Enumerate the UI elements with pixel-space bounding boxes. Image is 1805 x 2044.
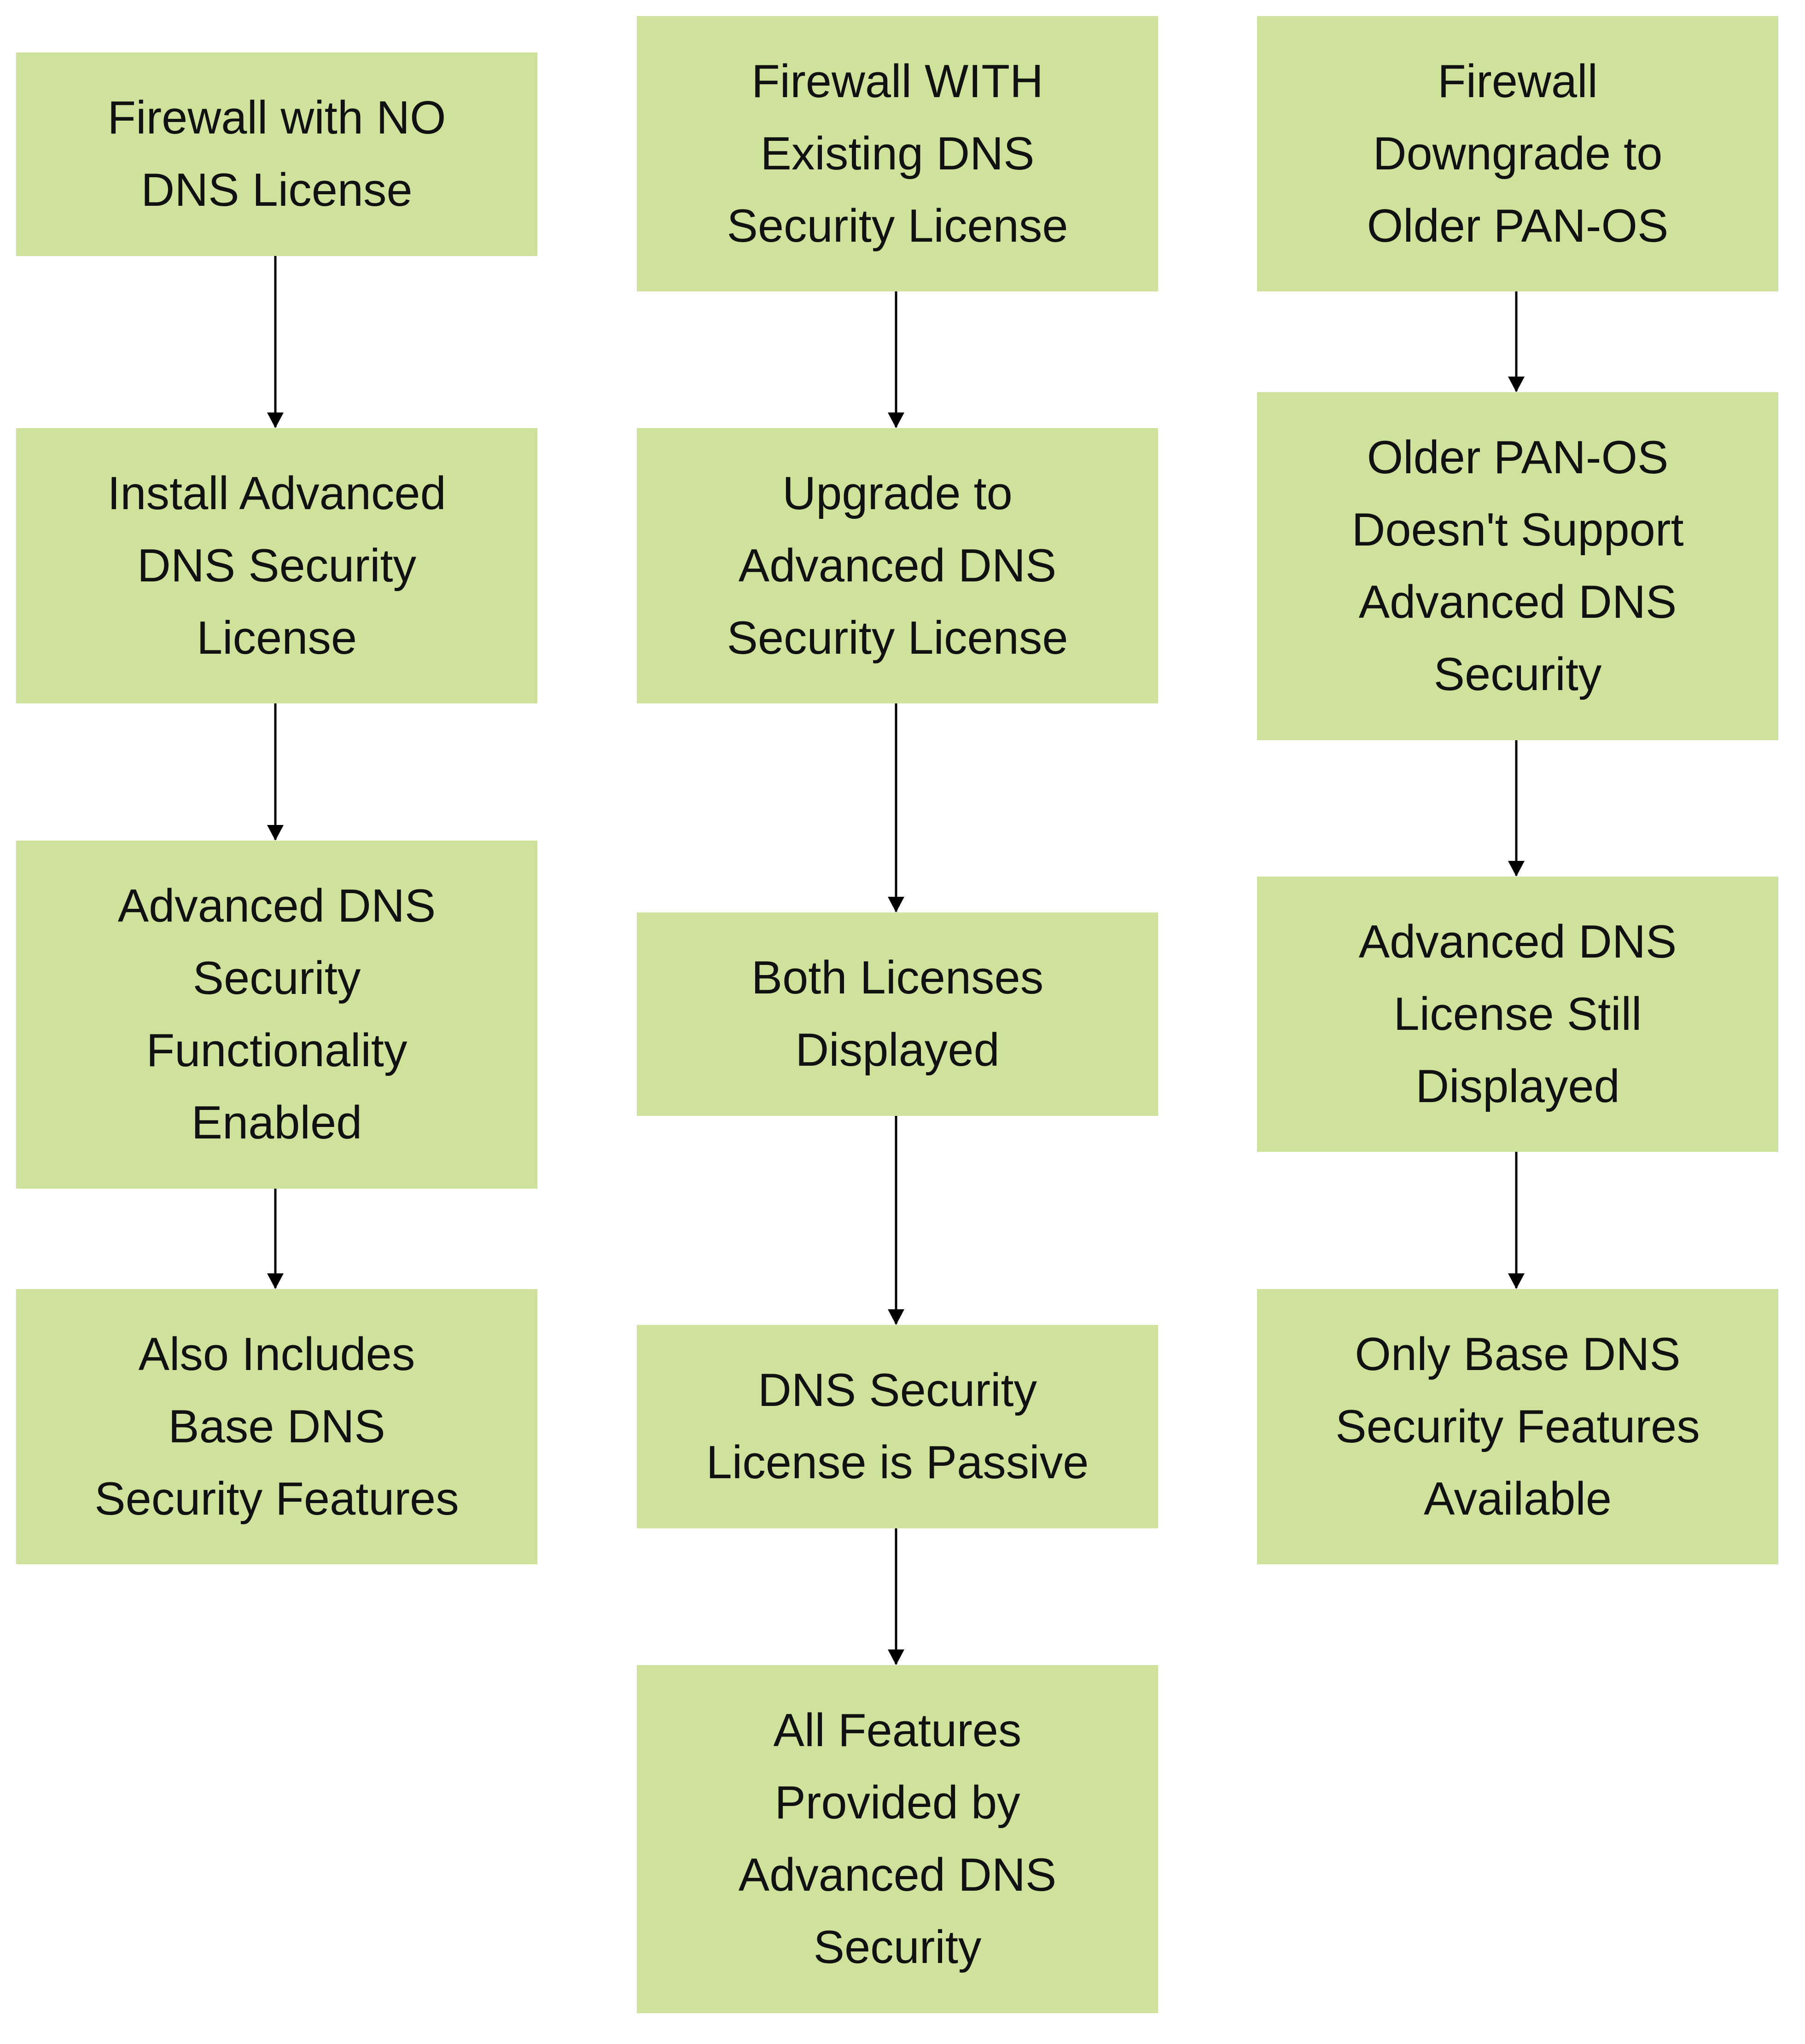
node-all-features-advanced-dns: All Features Provided by Advanced DNS Se… bbox=[637, 1665, 1158, 2013]
arrowhead bbox=[1508, 377, 1525, 392]
node-firewall-with-existing-dns: Firewall WITH Existing DNS Security Lice… bbox=[637, 16, 1158, 291]
arrowhead bbox=[888, 1649, 904, 1665]
node-label: DNS Security License is Passive bbox=[706, 1365, 1089, 1488]
node-firewall-no-dns-license: Firewall with NO DNS License bbox=[16, 52, 537, 256]
node-label: Older PAN-OS Doesn't Support Advanced DN… bbox=[1351, 432, 1684, 700]
node-label: Install Advanced DNS Security License bbox=[107, 467, 446, 664]
node-label: Firewall WITH Existing DNS Security Lice… bbox=[727, 55, 1068, 252]
node-label: Both Licenses Displayed bbox=[751, 952, 1044, 1076]
arrowhead bbox=[267, 825, 284, 841]
node-label: Upgrade to Advanced DNS Security License bbox=[727, 467, 1068, 664]
node-install-advanced-dns-license: Install Advanced DNS Security License bbox=[16, 428, 537, 703]
node-label: Firewall with NO DNS License bbox=[107, 92, 446, 216]
node-also-includes-base-dns: Also Includes Base DNS Security Features bbox=[16, 1289, 537, 1564]
arrowhead bbox=[267, 412, 284, 428]
arrowhead bbox=[888, 897, 904, 912]
node-firewall-downgrade: Firewall Downgrade to Older PAN-OS bbox=[1257, 16, 1778, 291]
arrowhead bbox=[888, 1309, 904, 1325]
node-both-licenses-displayed: Both Licenses Displayed bbox=[637, 912, 1158, 1116]
node-advanced-license-still-displayed: Advanced DNS License Still Displayed bbox=[1257, 877, 1778, 1152]
node-label: Advanced DNS Security Functionality Enab… bbox=[117, 880, 436, 1149]
node-dns-license-passive: DNS Security License is Passive bbox=[637, 1325, 1158, 1528]
node-label: Advanced DNS License Still Displayed bbox=[1358, 916, 1677, 1112]
arrowhead bbox=[888, 412, 904, 428]
node-older-panos-no-support: Older PAN-OS Doesn't Support Advanced DN… bbox=[1257, 392, 1778, 740]
node-label: Firewall Downgrade to Older PAN-OS bbox=[1367, 55, 1669, 252]
arrowhead bbox=[267, 1273, 284, 1289]
node-only-base-dns-features: Only Base DNS Security Features Availabl… bbox=[1257, 1289, 1778, 1564]
node-upgrade-to-advanced-dns: Upgrade to Advanced DNS Security License bbox=[637, 428, 1158, 703]
node-advanced-dns-functionality-enabled: Advanced DNS Security Functionality Enab… bbox=[16, 841, 537, 1189]
node-label: Only Base DNS Security Features Availabl… bbox=[1335, 1328, 1700, 1525]
arrowhead bbox=[1508, 861, 1525, 877]
node-label: All Features Provided by Advanced DNS Se… bbox=[738, 1705, 1057, 1973]
node-label: Also Includes Base DNS Security Features bbox=[94, 1328, 459, 1525]
arrowhead bbox=[1508, 1273, 1525, 1289]
